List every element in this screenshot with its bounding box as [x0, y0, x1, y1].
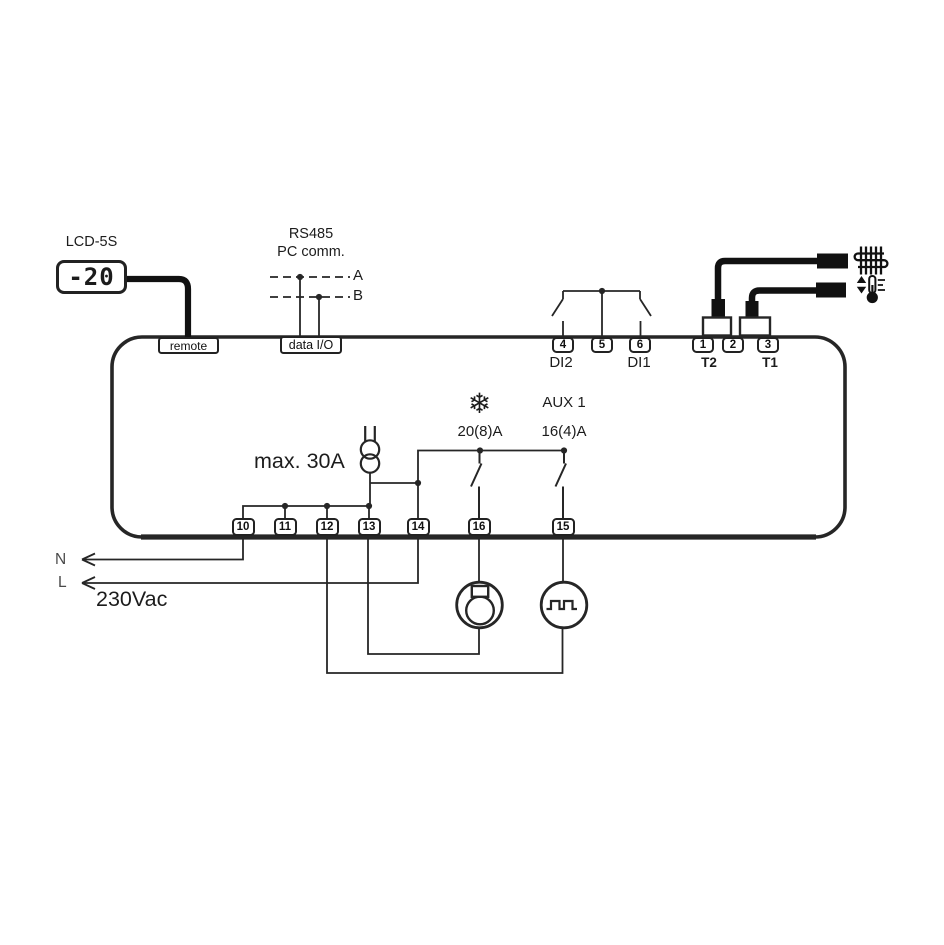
terminal-1: 1	[692, 336, 714, 353]
transformer-symbol	[359, 426, 381, 474]
thermometer-icon	[856, 275, 885, 304]
rs485-title: RS485	[288, 226, 334, 242]
terminal-11: 11	[273, 518, 297, 536]
lcd-value: -20	[68, 263, 115, 291]
di1-label: DI1	[627, 354, 651, 371]
terminal-15: 15	[551, 518, 575, 536]
line-label: L	[58, 574, 67, 591]
snowflake-icon: ❄	[467, 388, 492, 419]
compressor-symbol	[455, 580, 504, 630]
terminal-4: 4	[552, 336, 574, 353]
aux-rating: 16(4)A	[541, 423, 587, 440]
di2-label: DI2	[549, 354, 573, 371]
evaporator-coil-icon	[853, 246, 889, 275]
aux-label: AUX 1	[542, 394, 586, 411]
probe-t1-label: T1	[762, 355, 778, 370]
neutral-label: N	[55, 551, 67, 568]
rs485-line-b-label: B	[353, 287, 364, 304]
aux-load-symbol	[539, 580, 589, 630]
terminal-10: 10	[231, 518, 255, 536]
terminal-14: 14	[406, 518, 430, 536]
terminal-5: 5	[591, 336, 613, 353]
supply-wiring	[242, 447, 568, 518]
digital-input-wires	[551, 287, 652, 337]
rs485-line-a-label: A	[353, 267, 364, 284]
terminal-2: 2	[722, 336, 744, 353]
compressor-rating: 20(8)A	[457, 423, 503, 440]
display-model-label: LCD-5S	[65, 234, 118, 250]
terminal-13: 13	[357, 518, 381, 536]
terminal-16: 16	[467, 518, 491, 536]
terminal-data-io: data I/O	[280, 336, 342, 354]
rs485-subtitle: PC comm.	[277, 244, 345, 260]
rs485-wires	[270, 273, 350, 337]
terminal-remote: remote	[158, 337, 219, 354]
mains-lines	[81, 534, 419, 590]
lcd-display: -20	[56, 260, 127, 294]
terminal-12: 12	[315, 518, 339, 536]
probe-t2-label: T2	[701, 355, 717, 370]
terminal-3: 3	[757, 336, 779, 353]
probe-t2-connector	[701, 253, 848, 337]
probe-t1-connector	[738, 282, 846, 337]
load-wiring	[326, 534, 564, 674]
remote-cable	[126, 275, 192, 337]
relay-contacts	[470, 450, 567, 518]
voltage-label: 230Vac	[96, 587, 168, 611]
max-current-label: max. 30A	[254, 449, 345, 473]
terminal-6: 6	[629, 336, 651, 353]
